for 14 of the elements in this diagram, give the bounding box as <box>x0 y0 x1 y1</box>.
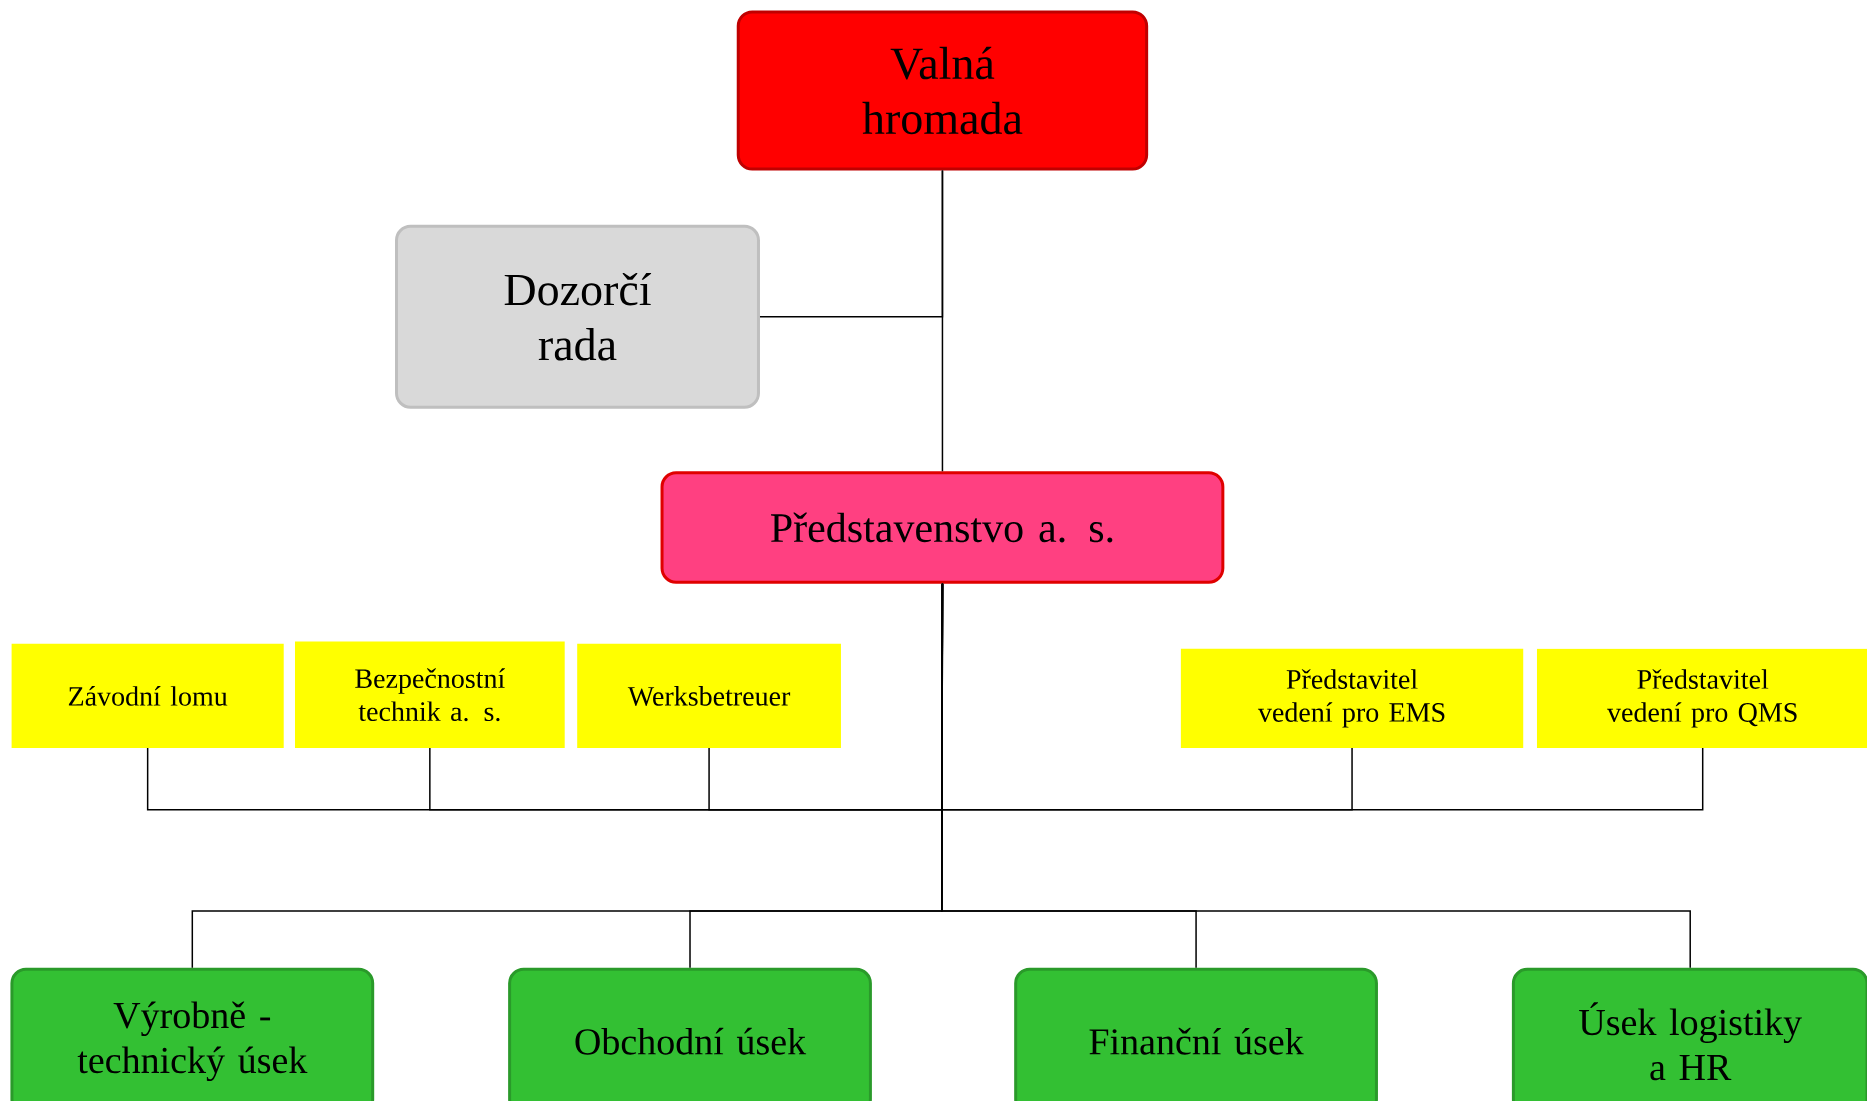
board-box: Valná hromada <box>736 10 1149 171</box>
connector-line <box>941 583 1691 969</box>
role-box: Závodní lomu <box>11 643 284 749</box>
connector-line <box>941 169 944 472</box>
department-box: Obchodní úsek <box>508 967 872 1101</box>
role-box: Bezpečnostní technik a. s. <box>295 641 565 749</box>
role-box: Werksbetreuer <box>577 643 841 749</box>
department-box: Finanční úsek <box>1014 967 1378 1101</box>
role-box: Představitel vedení pro QMS <box>1536 648 1867 749</box>
department-box: Úsek logistiky a HR <box>1511 967 1867 1101</box>
department-box: Výrobně - technický úsek <box>10 967 375 1101</box>
role-box: Představitel vedení pro EMS <box>1180 648 1524 749</box>
board-box: Představenstvo a. s. <box>660 471 1225 584</box>
board-box: Dozorčí rada <box>395 224 760 409</box>
